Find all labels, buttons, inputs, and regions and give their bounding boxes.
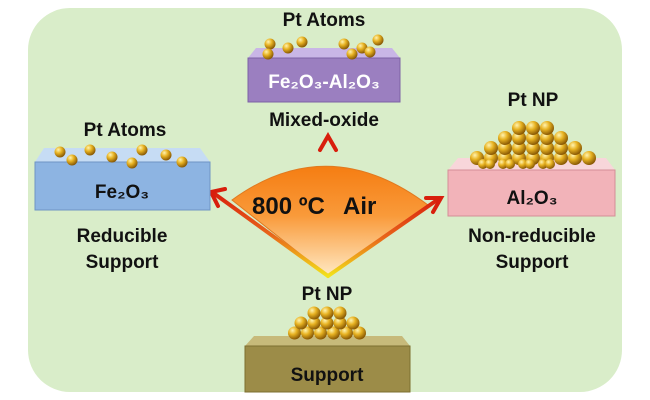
pt-sphere [333, 306, 347, 320]
pt-sphere [176, 156, 188, 168]
pt-sphere [568, 141, 582, 155]
pt-sphere [338, 38, 350, 50]
pt-sphere [262, 48, 274, 60]
pt-sphere [526, 141, 540, 155]
pt-sphere [554, 131, 568, 145]
arrow-right [326, 196, 442, 278]
pt-sphere [512, 131, 526, 145]
top-caption: Mixed-oxide [269, 110, 379, 131]
pt-particles [54, 34, 596, 340]
arrows [208, 131, 445, 278]
pt-sphere [327, 326, 340, 340]
pt-sphere [288, 326, 301, 340]
pt-sphere [478, 159, 488, 169]
arrow-left [210, 190, 330, 278]
pt-sphere [160, 149, 172, 161]
left-caption-1: Reducible [77, 226, 168, 247]
pt-sphere [526, 121, 540, 135]
pt-sphere [498, 159, 508, 169]
pt-sphere [66, 154, 78, 166]
pt-sphere [568, 151, 582, 165]
pt-sphere [301, 326, 314, 340]
pt-sphere [307, 316, 321, 330]
pt-sphere [314, 326, 327, 340]
pt-sphere [320, 306, 334, 320]
pt-sphere [372, 34, 384, 46]
pt-sphere [264, 38, 276, 50]
right-box-label: Al₂O₃ [506, 188, 557, 209]
pt-sphere [505, 159, 515, 169]
bottom-box-label: Support [291, 365, 364, 386]
bottom-support-box [244, 336, 411, 393]
pt-sphere [294, 316, 308, 330]
pt-sphere [126, 157, 138, 169]
pt-sphere [346, 48, 358, 60]
pt-sphere [512, 121, 526, 135]
arrowhead-right [424, 196, 445, 214]
pt-sphere [136, 144, 148, 156]
top-title: Pt Atoms [283, 10, 366, 31]
pt-sphere [545, 159, 555, 169]
pt-sphere [485, 159, 495, 169]
pt-sphere [554, 141, 568, 155]
pt-sphere [484, 141, 498, 155]
pt-sphere [540, 131, 554, 145]
pt-sphere [364, 46, 376, 58]
left-box-label: Fe₂O₃ [95, 182, 149, 203]
pt-sphere [320, 316, 334, 330]
pt-sphere [296, 36, 308, 48]
right-caption-2: Support [496, 252, 569, 273]
pt-sphere [54, 146, 66, 158]
pt-sphere [540, 121, 554, 135]
atmosphere-label: Air [343, 193, 376, 220]
pt-sphere [526, 131, 540, 145]
right-title: Pt NP [508, 90, 559, 111]
pt-sphere [333, 316, 347, 330]
left-title: Pt Atoms [84, 120, 167, 141]
pt-sphere [540, 141, 554, 155]
pt-sphere [498, 141, 512, 155]
arrowhead-left [208, 187, 227, 208]
top-box-label: Fe₂O₃-Al₂O₃ [268, 72, 380, 93]
pt-sphere [340, 326, 353, 340]
pt-sphere [106, 151, 118, 163]
pt-sphere [512, 141, 526, 155]
pt-sphere [538, 159, 548, 169]
pt-sphere [554, 151, 568, 165]
pt-sphere [346, 316, 360, 330]
temperature-label: 800 ºC [252, 193, 325, 220]
pt-sphere [84, 144, 96, 156]
left-caption-2: Support [86, 252, 159, 273]
pt-sphere [498, 131, 512, 145]
pt-sphere [525, 159, 535, 169]
arrowhead-up [318, 131, 338, 152]
pt-sphere [353, 326, 366, 340]
pt-sphere [582, 151, 596, 165]
bottom-title: Pt NP [302, 284, 353, 305]
pt-sphere [282, 42, 294, 54]
right-caption-1: Non-reducible [468, 226, 596, 247]
pt-sphere [307, 306, 321, 320]
pt-sphere [518, 159, 528, 169]
